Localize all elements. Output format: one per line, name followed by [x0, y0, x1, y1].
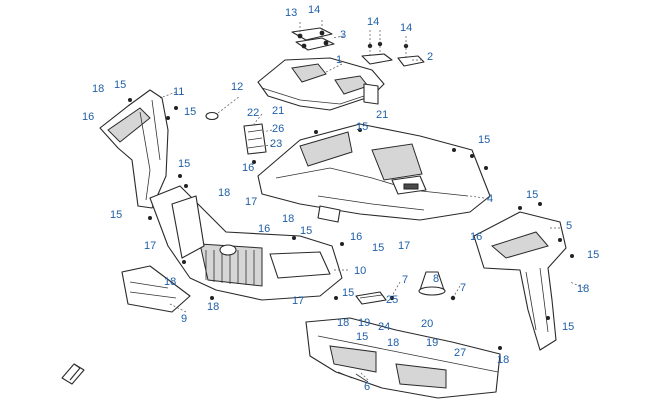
callout-20: 20 — [421, 318, 433, 330]
callout-15: 15 — [587, 249, 599, 261]
callout-17: 17 — [245, 196, 257, 208]
callout-12: 12 — [231, 81, 243, 93]
callout-16: 16 — [470, 231, 482, 243]
callout-11: 11 — [173, 86, 184, 98]
callout-25: 25 — [386, 294, 398, 306]
part-main-hood-panel — [257, 123, 491, 223]
callout-10: 10 — [354, 265, 366, 277]
callout-labels: 13 14 3 14 14 2 1 12 18 15 11 16 15 22 2… — [82, 4, 599, 393]
callout-16: 16 — [258, 223, 270, 235]
callout-21: 21 — [272, 105, 284, 117]
part-bracket-22-23 — [243, 123, 267, 164]
callout-24: 24 — [378, 321, 390, 333]
callout-7: 7 — [460, 282, 466, 294]
callout-15: 15 — [562, 321, 574, 333]
callout-2: 2 — [427, 51, 433, 63]
callout-18: 18 — [497, 354, 509, 366]
callout-17: 17 — [292, 295, 304, 307]
callout-15: 15 — [110, 209, 122, 221]
callout-18: 18 — [164, 276, 176, 288]
callout-16: 16 — [350, 231, 362, 243]
callout-1: 1 — [336, 54, 342, 66]
callout-17: 17 — [144, 240, 156, 252]
callout-18: 18 — [207, 301, 219, 313]
callout-14: 14 — [400, 22, 412, 34]
callout-18: 18 — [337, 317, 349, 329]
callout-15: 15 — [478, 134, 490, 146]
part-plate-25 — [355, 291, 387, 305]
callout-15: 15 — [184, 106, 196, 118]
front-arrow-icon — [61, 363, 85, 385]
callout-7: 7 — [402, 274, 408, 286]
leader-lines — [159, 35, 585, 381]
callout-5: 5 — [566, 220, 572, 232]
callout-18: 18 — [387, 337, 399, 349]
callout-15: 15 — [178, 158, 190, 170]
callout-9: 9 — [181, 313, 187, 325]
callout-23: 23 — [270, 138, 282, 150]
callout-18: 18 — [282, 213, 294, 225]
part-cone-8 — [418, 271, 446, 296]
callout-18: 18 — [218, 187, 230, 199]
callout-15: 15 — [356, 121, 368, 133]
part-fasteners-7 — [389, 281, 461, 301]
part-clip-group-left — [291, 20, 335, 51]
callout-21: 21 — [376, 109, 388, 121]
callout-16: 16 — [82, 111, 94, 123]
callout-17: 17 — [398, 240, 410, 252]
callout-18: 18 — [577, 283, 589, 295]
callout-27: 27 — [454, 347, 466, 359]
part-lower-skid — [121, 265, 191, 313]
callout-18: 18 — [92, 83, 104, 95]
callout-26: 26 — [272, 123, 284, 135]
callout-14: 14 — [367, 16, 379, 28]
part-left-side-upright — [99, 89, 169, 209]
part-fastener-dots — [128, 98, 574, 350]
callout-19: 19 — [358, 317, 370, 329]
callout-15: 15 — [342, 287, 354, 299]
callout-15: 15 — [526, 189, 538, 201]
callout-3: 3 — [340, 29, 346, 41]
callout-15: 15 — [300, 225, 312, 237]
callout-14: 14 — [308, 4, 320, 16]
callout-15: 15 — [114, 79, 126, 91]
callout-13: 13 — [285, 7, 297, 19]
callout-8: 8 — [433, 273, 439, 285]
callout-16: 16 — [242, 162, 254, 174]
callout-4: 4 — [487, 193, 493, 205]
part-right-fender — [473, 211, 567, 351]
part-grommet-12 — [205, 95, 241, 121]
callout-22: 22 — [247, 107, 259, 119]
part-front-bumper — [149, 185, 343, 301]
part-floor-tray — [305, 317, 501, 399]
part-hood-cover — [257, 57, 385, 111]
callout-15: 15 — [356, 331, 368, 343]
callout-6: 6 — [364, 381, 370, 393]
callout-19: 19 — [426, 337, 438, 349]
callout-15: 15 — [372, 242, 384, 254]
part-clip-group-right — [361, 30, 425, 67]
